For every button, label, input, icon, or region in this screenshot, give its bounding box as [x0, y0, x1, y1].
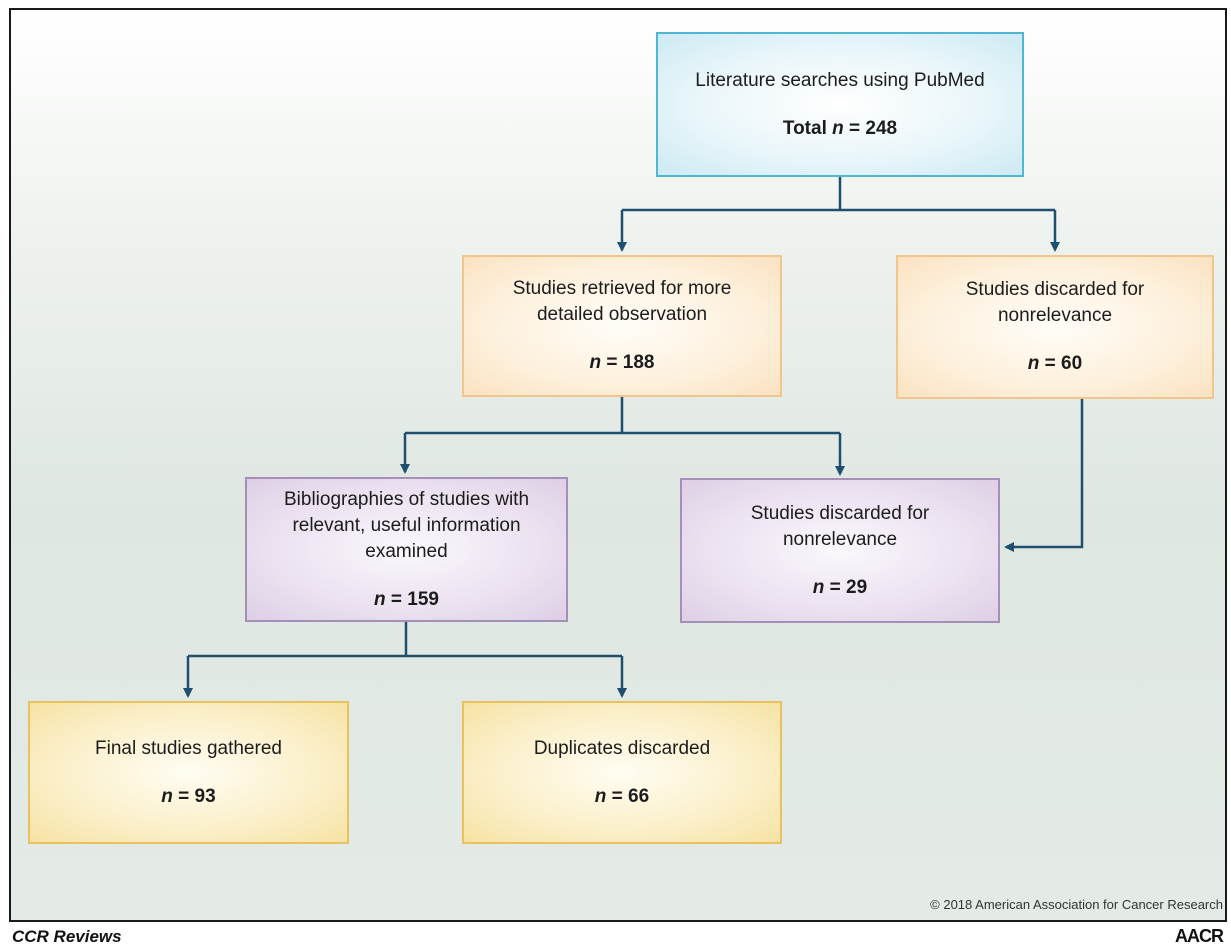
retrieved-label: Studies retrieved for more detailed obse…	[512, 278, 732, 325]
bibliographies-count: n = 159	[374, 588, 439, 610]
journal-name: CCR Reviews	[12, 927, 122, 946]
final-box: Final studies gathered n = 93	[28, 701, 349, 844]
retrieved-box: Studies retrieved for more detailed obse…	[462, 255, 782, 397]
copyright-notice: © 2018 American Association for Cancer R…	[930, 897, 1223, 912]
retrieved-count: n = 188	[589, 352, 655, 373]
bibliographies-box: Bibliographies of studies with relevant,…	[245, 477, 568, 622]
discarded-first-box: Studies discarded for nonrelevance n = 6…	[896, 255, 1214, 399]
discarded-first-label: Studies discarded for nonrelevance	[965, 279, 1145, 326]
connector-retrieved-split	[405, 396, 840, 435]
arrow-discarded-first-merge	[1004, 398, 1084, 552]
bibliographies-label: Bibliographies of studies with relevant,…	[283, 488, 530, 562]
start-box: Literature searches using PubMed Total n…	[656, 32, 1024, 177]
connector-start-split	[622, 176, 1055, 212]
discarded-second-count: n = 29	[812, 576, 868, 598]
start-label: Literature searches using PubMed	[695, 69, 985, 91]
publisher-logo: AACR	[1175, 926, 1224, 946]
final-label: Final studies gathered	[95, 737, 282, 759]
discarded-second-box: Studies discarded for nonrelevance n = 2…	[680, 478, 1000, 623]
duplicates-box: Duplicates discarded n = 66	[462, 701, 782, 844]
duplicates-label: Duplicates discarded	[533, 737, 711, 759]
final-count: n = 93	[161, 785, 216, 807]
duplicates-count: n = 66	[594, 785, 650, 807]
connector-bibliographies-split	[188, 621, 622, 658]
discarded-first-count: n = 60	[1027, 353, 1083, 374]
discarded-second-label: Studies discarded for nonrelevance	[750, 502, 930, 550]
start-count: Total n = 248	[782, 117, 898, 139]
